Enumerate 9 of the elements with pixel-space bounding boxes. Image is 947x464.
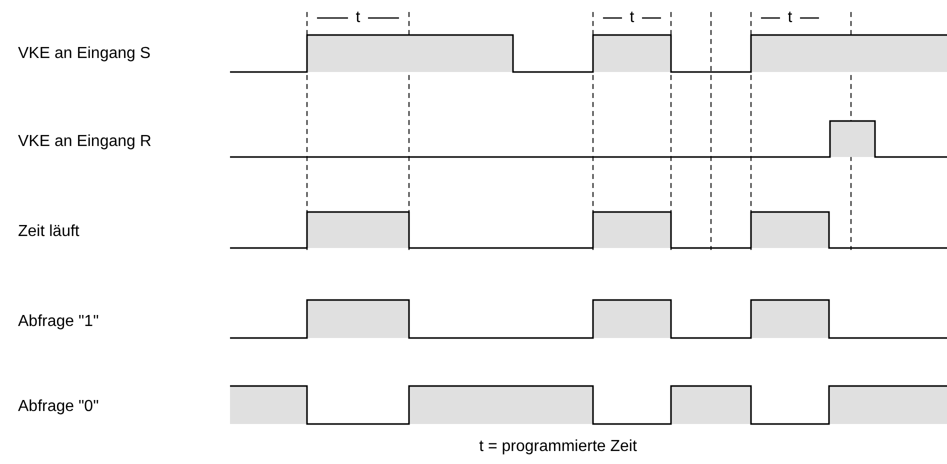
signal-name: VKE an Eingang R	[18, 133, 152, 151]
signal-name: Abfrage "1"	[18, 313, 99, 331]
time-label: t	[356, 9, 360, 27]
time-label: t	[788, 9, 792, 27]
signal-name: Zeit läuft	[18, 223, 80, 241]
note-text: t = programmierte Zeit	[479, 438, 637, 456]
signal-name: Abfrage "0"	[18, 398, 99, 416]
time-label: t	[630, 9, 634, 27]
signal-name: VKE an Eingang S	[18, 45, 151, 63]
